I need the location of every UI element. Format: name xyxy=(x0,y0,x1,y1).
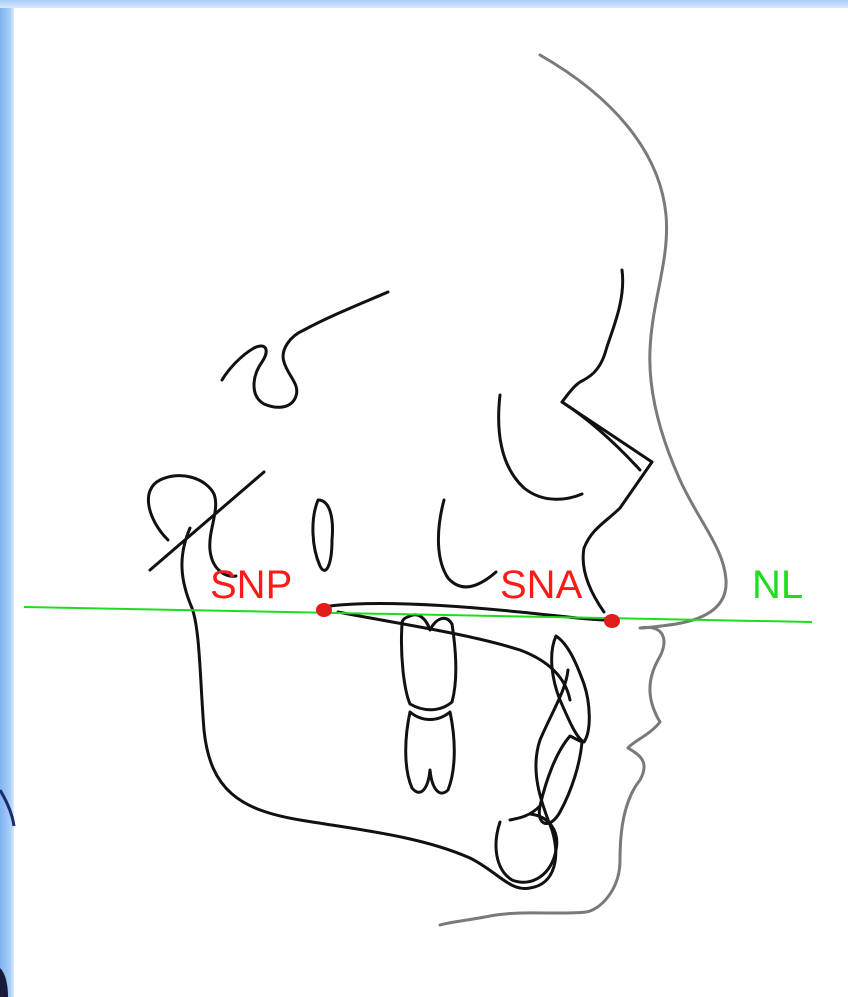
nasal-line xyxy=(24,607,812,622)
pterygoid-outline xyxy=(313,500,333,570)
upper-molar xyxy=(401,615,455,710)
upper-incisor xyxy=(552,636,590,742)
corner-arc xyxy=(0,790,14,826)
snp-label: SNP xyxy=(210,563,292,607)
nasal-bone-inner xyxy=(562,402,640,470)
nasal-bone-outline xyxy=(562,270,652,612)
sna-point xyxy=(604,614,620,628)
nl-label: NL xyxy=(752,563,803,607)
cranial-base-line xyxy=(304,292,388,330)
pterygomaxillary-curve xyxy=(438,500,496,587)
soft-tissue-profile xyxy=(440,55,726,925)
corner-blob xyxy=(0,968,8,997)
chin-inner xyxy=(510,806,540,820)
lower-molar xyxy=(406,712,455,793)
sna-label: SNA xyxy=(500,563,583,607)
maxillary-outline xyxy=(499,395,582,499)
sella-curve xyxy=(222,330,304,407)
snp-point xyxy=(316,603,332,617)
